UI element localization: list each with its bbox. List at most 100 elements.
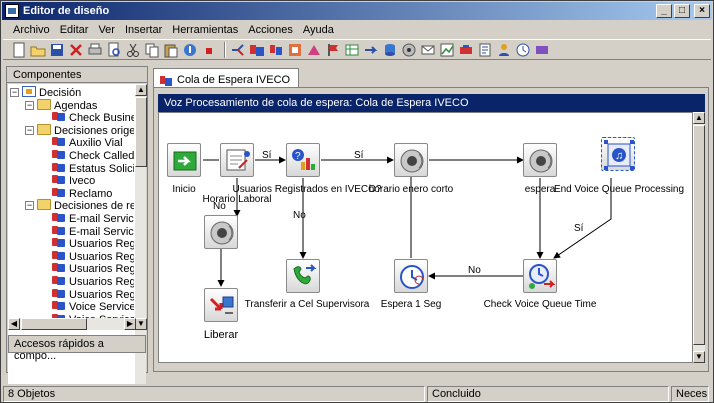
node-label: Liberar [203, 329, 239, 341]
decision-item-icon [52, 111, 66, 122]
node-liberar-speaker[interactable] [204, 215, 238, 249]
properties-icon[interactable] [182, 42, 198, 58]
tree-item[interactable]: Decisiones origen/des [37, 123, 136, 137]
insert-route-icon[interactable] [306, 42, 322, 58]
tree-item[interactable]: Usuarios Registra [52, 237, 136, 250]
tree-item[interactable]: Reclamo [52, 187, 112, 200]
insert-db-icon[interactable] [382, 42, 398, 58]
tree-item[interactable]: Decisión [22, 86, 81, 99]
node-check-voice-queue[interactable] [523, 259, 557, 293]
tree-item[interactable]: Usuarios Registra [52, 262, 136, 275]
tree-item[interactable]: Usuarios Registra [52, 288, 136, 301]
delete-icon[interactable] [68, 42, 84, 58]
menu-archivo[interactable]: Archivo [13, 24, 50, 36]
node-liberar[interactable] [204, 288, 238, 322]
maximize-button[interactable]: □ [674, 4, 690, 18]
tree-item[interactable]: Auxilio Vial [52, 136, 123, 149]
node-usuarios-registrados[interactable]: ? [286, 143, 320, 177]
connector-end-si [553, 178, 612, 259]
print-icon[interactable] [87, 42, 103, 58]
tree-item[interactable]: Iveco [52, 174, 95, 187]
tree-expander[interactable]: − [25, 124, 34, 135]
insert-table-icon[interactable] [344, 42, 360, 58]
new-icon[interactable] [11, 42, 27, 58]
scroll-down-button[interactable]: ▼ [135, 318, 147, 330]
node-espera-1-seg[interactable] [394, 259, 428, 293]
scroll-thumb[interactable] [693, 125, 705, 345]
menu-insertar[interactable]: Insertar [124, 24, 163, 36]
insert-variable-icon[interactable] [458, 42, 474, 58]
menu-bar: Archivo Editar Ver Insertar Herramientas… [3, 21, 711, 39]
node-espera[interactable] [523, 143, 557, 177]
menu-editar[interactable]: Editar [59, 24, 89, 36]
node-horario-laboral[interactable] [220, 143, 254, 177]
tree-item[interactable]: E-mail Service Lev [52, 212, 136, 225]
tree-item[interactable]: E-mail Service Lev [52, 225, 136, 238]
tree-item[interactable]: Usuarios Registra [52, 250, 136, 263]
tree-item[interactable]: Check Business H [52, 111, 136, 124]
copy-icon[interactable] [144, 42, 160, 58]
insert-check-icon[interactable] [249, 42, 265, 58]
open-icon[interactable] [30, 42, 46, 58]
connector-label-no: No [213, 201, 226, 212]
node-end-voice-queue[interactable]: ♫ [601, 137, 635, 171]
tree-expander[interactable]: − [10, 87, 19, 97]
scroll-left-button[interactable]: ◀ [8, 318, 20, 330]
tree-item[interactable]: Check Called Num [52, 149, 136, 162]
node-label: Espera 1 Seg [380, 299, 442, 310]
tree-item[interactable]: Usuarios Registra [52, 275, 136, 288]
flow-connectors [203, 156, 612, 287]
tree-item-label: E-mail Service Lev [69, 225, 136, 238]
tree-item-label: Check Called Num [69, 150, 136, 162]
tree-item[interactable]: Agendas [37, 98, 97, 112]
save-icon[interactable] [49, 42, 65, 58]
tree-item-label: Decisiones origen/des [54, 124, 136, 137]
tab-label: Cola de Espera IVECO [177, 74, 291, 86]
print-preview-icon[interactable] [106, 42, 122, 58]
quick-access-button[interactable]: Accesos rápidos a compo... [8, 335, 146, 362]
tree-horizontal-scrollbar[interactable]: ◀ ▶ [8, 318, 136, 330]
insert-audio-icon[interactable] [401, 42, 417, 58]
insert-queue-icon[interactable] [287, 42, 303, 58]
node-inicio[interactable] [167, 143, 201, 177]
hscroll-thumb[interactable] [21, 318, 87, 330]
canvas-vertical-scrollbar[interactable]: ▲ ▼ [693, 112, 705, 363]
components-header: Componentes [7, 67, 147, 83]
menu-herramientas[interactable]: Herramientas [172, 24, 239, 36]
flow-canvas[interactable]: Sí Sí Sí No No No Inicio Horario Laboral… [158, 112, 693, 363]
tree-expander[interactable]: − [25, 99, 34, 110]
scroll-right-button[interactable]: ▶ [124, 318, 136, 330]
tree-item[interactable]: Voice Service Lev [52, 300, 136, 313]
insert-email-icon[interactable] [420, 42, 436, 58]
node-transferir[interactable] [286, 259, 320, 293]
insert-chart-icon[interactable] [439, 42, 455, 58]
node-horario-enero-corto[interactable] [394, 143, 428, 177]
minimize-button[interactable]: _ [656, 4, 672, 18]
menu-ver[interactable]: Ver [98, 24, 115, 36]
stop-icon[interactable] [201, 42, 217, 58]
scroll-up-button[interactable]: ▲ [693, 112, 705, 124]
tree-expander[interactable]: − [25, 200, 34, 211]
close-button[interactable]: × [694, 4, 710, 18]
insert-transfer-icon[interactable] [363, 42, 379, 58]
insert-script-icon[interactable] [477, 42, 493, 58]
insert-menu-icon[interactable] [268, 42, 284, 58]
toolbar [3, 39, 711, 60]
scroll-up-button[interactable]: ▲ [135, 84, 147, 96]
scroll-down-button[interactable]: ▼ [693, 351, 705, 363]
tab-cola-de-espera[interactable]: Cola de Espera IVECO [153, 68, 300, 88]
tree-item[interactable]: Decisiones de rendimi [37, 199, 136, 212]
menu-acciones[interactable]: Acciones [248, 24, 293, 36]
insert-decision-icon[interactable] [230, 42, 246, 58]
cut-icon[interactable] [125, 42, 141, 58]
title-bar[interactable]: Editor de diseño _ □ × [2, 2, 712, 20]
insert-flag-icon[interactable] [325, 42, 341, 58]
insert-agent-icon[interactable] [496, 42, 512, 58]
tree-item[interactable]: Estatus Solicitud [52, 162, 136, 175]
insert-ivr-icon[interactable] [534, 42, 550, 58]
menu-ayuda[interactable]: Ayuda [302, 24, 334, 36]
paste-icon[interactable] [163, 42, 179, 58]
scroll-thumb[interactable] [135, 97, 147, 167]
tree-vertical-scrollbar[interactable]: ▲ ▼ [134, 84, 147, 384]
insert-wait-icon[interactable] [515, 42, 531, 58]
